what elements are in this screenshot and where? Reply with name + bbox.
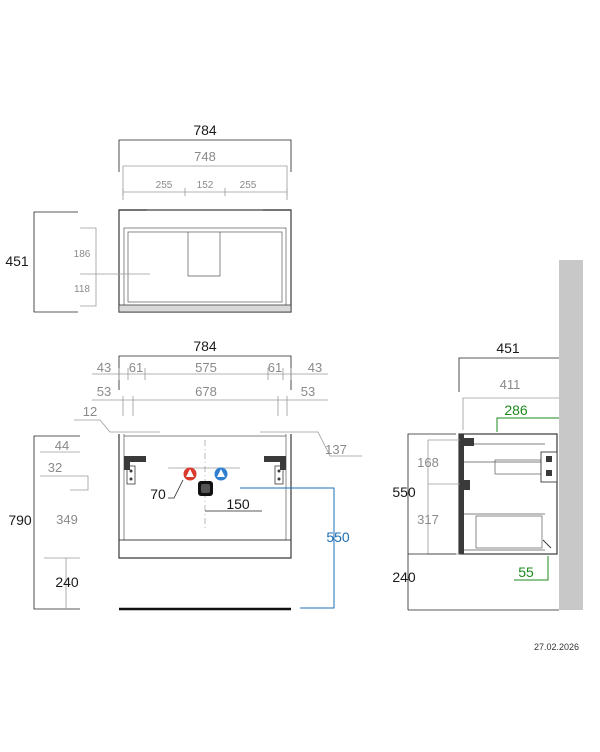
label-front-349: 349	[56, 512, 78, 527]
dim-line-front-678	[92, 396, 328, 416]
front-view-screw-1	[129, 469, 133, 473]
label-front-43-left: 43	[97, 360, 111, 375]
label-top-152: 152	[197, 180, 214, 191]
label-side-411: 411	[500, 377, 521, 392]
front-view-screw-4	[277, 477, 281, 481]
label-top-748: 748	[194, 149, 216, 164]
front-view-bracket-right	[264, 456, 286, 470]
dim-line-front-790	[33, 435, 80, 610]
side-view-front-panel	[459, 434, 464, 554]
label-side-451: 451	[496, 340, 520, 356]
footer-date: 27.02.2026	[534, 642, 579, 652]
label-front-32: 32	[48, 460, 62, 475]
dim-line-front-70	[168, 479, 184, 499]
front-view-bracket-left	[124, 456, 146, 470]
label-top-784: 784	[193, 122, 217, 138]
dim-line-side-550-240	[407, 433, 456, 610]
dim-line-top-segments	[122, 188, 288, 196]
side-view-top-handle	[462, 438, 474, 446]
label-top-255-right: 255	[240, 180, 257, 191]
label-front-790: 790	[8, 512, 32, 528]
front-view-screw-2	[129, 477, 133, 481]
dim-line-side-55	[514, 556, 549, 581]
label-front-44: 44	[55, 438, 69, 453]
top-view-cutout	[187, 232, 221, 277]
front-view-screw-3	[277, 469, 281, 473]
label-front-61-right: 61	[268, 360, 282, 375]
front-view-drawer-front	[118, 539, 292, 559]
label-front-53-left: 53	[97, 384, 111, 399]
side-view-bracket-bolt-2	[546, 470, 552, 476]
side-view-mid-handle	[462, 480, 470, 490]
side-view-lower-tray	[475, 515, 543, 549]
label-front-150: 150	[226, 496, 250, 512]
label-front-550: 550	[326, 529, 350, 545]
label-top-118: 118	[74, 284, 90, 295]
label-front-240: 240	[55, 574, 79, 590]
label-front-678: 678	[195, 384, 217, 399]
label-top-451: 451	[5, 253, 29, 269]
label-side-240: 240	[392, 569, 416, 585]
label-front-70: 70	[150, 486, 166, 502]
label-front-12: 12	[83, 404, 97, 419]
dim-line-front-550	[240, 487, 335, 609]
label-front-575: 575	[195, 360, 217, 375]
dim-line-top-186-118	[80, 227, 150, 307]
side-view-bracket	[540, 451, 558, 483]
top-view: 784 748 255 152 255 451 186 118	[5, 122, 292, 313]
label-front-53-right: 53	[301, 384, 315, 399]
side-view-upper-drawer	[464, 443, 545, 463]
side-view-slide	[542, 539, 552, 549]
dim-line-side-451	[458, 357, 559, 392]
dim-line-front-inner-heights	[40, 451, 89, 609]
dim-line-top-451	[33, 211, 78, 313]
side-view-bracket-bolt-1	[546, 456, 552, 462]
front-view: 784 43 61 575 61 43 53 678 53 12 137	[8, 338, 362, 611]
label-top-186: 186	[74, 249, 91, 260]
label-side-317: 317	[417, 512, 439, 527]
dim-line-side-411	[462, 397, 559, 430]
wall	[559, 260, 583, 610]
dim-line-top-784	[118, 139, 292, 172]
dim-line-front-137	[260, 431, 362, 457]
label-top-255-left: 255	[156, 180, 173, 191]
front-view-hanger-right	[274, 465, 284, 485]
top-view-inner2	[127, 231, 283, 303]
drain-inner-icon	[201, 484, 210, 493]
top-view-front-strip	[118, 304, 292, 313]
top-view-cabinet	[118, 209, 292, 313]
label-front-784: 784	[193, 338, 217, 354]
side-view-lower-drawer	[464, 513, 545, 551]
label-side-286: 286	[504, 402, 528, 418]
dim-line-top-748	[122, 165, 288, 200]
front-view-hanger-left	[126, 465, 136, 485]
cold-water-arrow-icon	[217, 469, 225, 477]
dim-line-side-286	[496, 417, 559, 432]
label-front-43-right: 43	[308, 360, 322, 375]
label-side-168: 168	[417, 455, 439, 470]
label-side-550: 550	[392, 484, 416, 500]
top-view-inner	[123, 227, 287, 307]
dim-line-front-margins	[92, 368, 328, 380]
label-front-61-left: 61	[129, 360, 143, 375]
side-view: 451 411 286 168 317 550 240 55	[392, 260, 583, 611]
dim-line-front-12	[74, 419, 160, 433]
label-side-55: 55	[518, 564, 534, 580]
label-front-137: 137	[325, 442, 347, 457]
hot-water-arrow-icon	[186, 469, 194, 477]
